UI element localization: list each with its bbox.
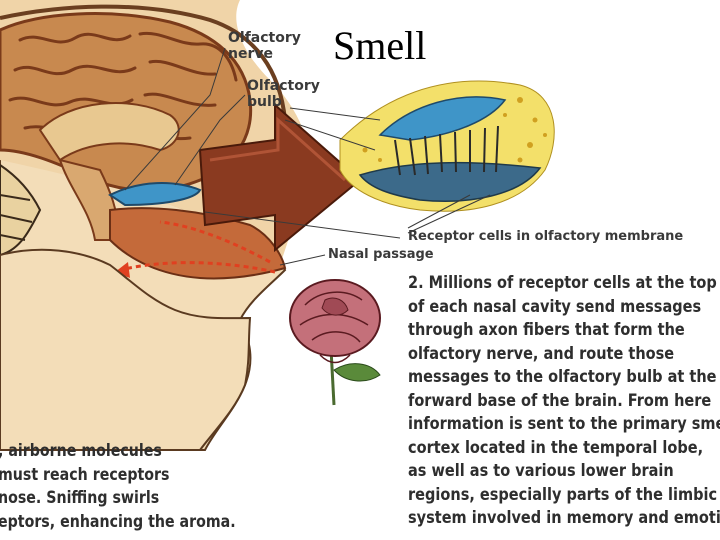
nasal-airflow-arrows	[119, 220, 276, 274]
brainstem	[58, 158, 122, 241]
text-line: messages to the olfactory bulb at the	[408, 367, 717, 386]
receptor-membrane-inset	[339, 80, 555, 212]
description-left: , airborne molecules must reach receptor…	[0, 439, 236, 533]
text-line: 2. Millions of receptor cells at the top	[408, 273, 717, 292]
text-line: nose. Sniffing swirls	[0, 488, 160, 507]
corpus-callosum	[38, 102, 180, 162]
text-line: regions, especially parts of the limbic	[408, 484, 718, 504]
rose-icon	[289, 279, 381, 406]
text-line: information is sent to the primary smell	[408, 414, 720, 433]
text-line: as well as to various lower brain	[408, 461, 674, 480]
text-line: cortex located in the temporal lobe,	[408, 437, 704, 457]
label-line: Olfactory	[228, 30, 301, 46]
text-line: , airborne molecules	[0, 441, 162, 460]
nasal-cavity	[109, 207, 287, 280]
label-line: nerve	[228, 46, 273, 62]
text-line: forward base of the brain. From here	[408, 390, 712, 410]
label-olfactory-nerve: Olfactory nerve	[228, 30, 301, 62]
text-line: system involved in memory and emotion.	[408, 508, 720, 527]
cross-section-left	[0, 163, 42, 257]
text-line: through axon fibers that form the	[408, 320, 685, 339]
text-line: olfactory nerve, and route those	[408, 343, 675, 363]
label-olfactory-bulb: Olfactory bulb	[247, 78, 320, 110]
airflow-arrowhead	[115, 262, 130, 278]
label-line: bulb	[247, 94, 282, 110]
leader-lines	[124, 47, 491, 266]
olfactory-bulb	[108, 182, 202, 207]
description-right: 2. Millions of receptor cells at the top…	[408, 271, 720, 530]
text-line: must reach receptors	[0, 464, 170, 484]
text-line: of each nasal cavity send messages	[408, 296, 702, 316]
label-nasal-passage: Nasal passage	[328, 247, 434, 262]
magnify-arrow	[198, 102, 362, 253]
face-lower	[0, 248, 252, 451]
slide-title: Smell	[333, 23, 427, 68]
text-line: eptors, enhancing the aroma.	[0, 511, 236, 531]
label-receptor-cells: Receptor cells in olfactory membrane	[408, 229, 684, 244]
label-line: Olfactory	[247, 78, 320, 94]
